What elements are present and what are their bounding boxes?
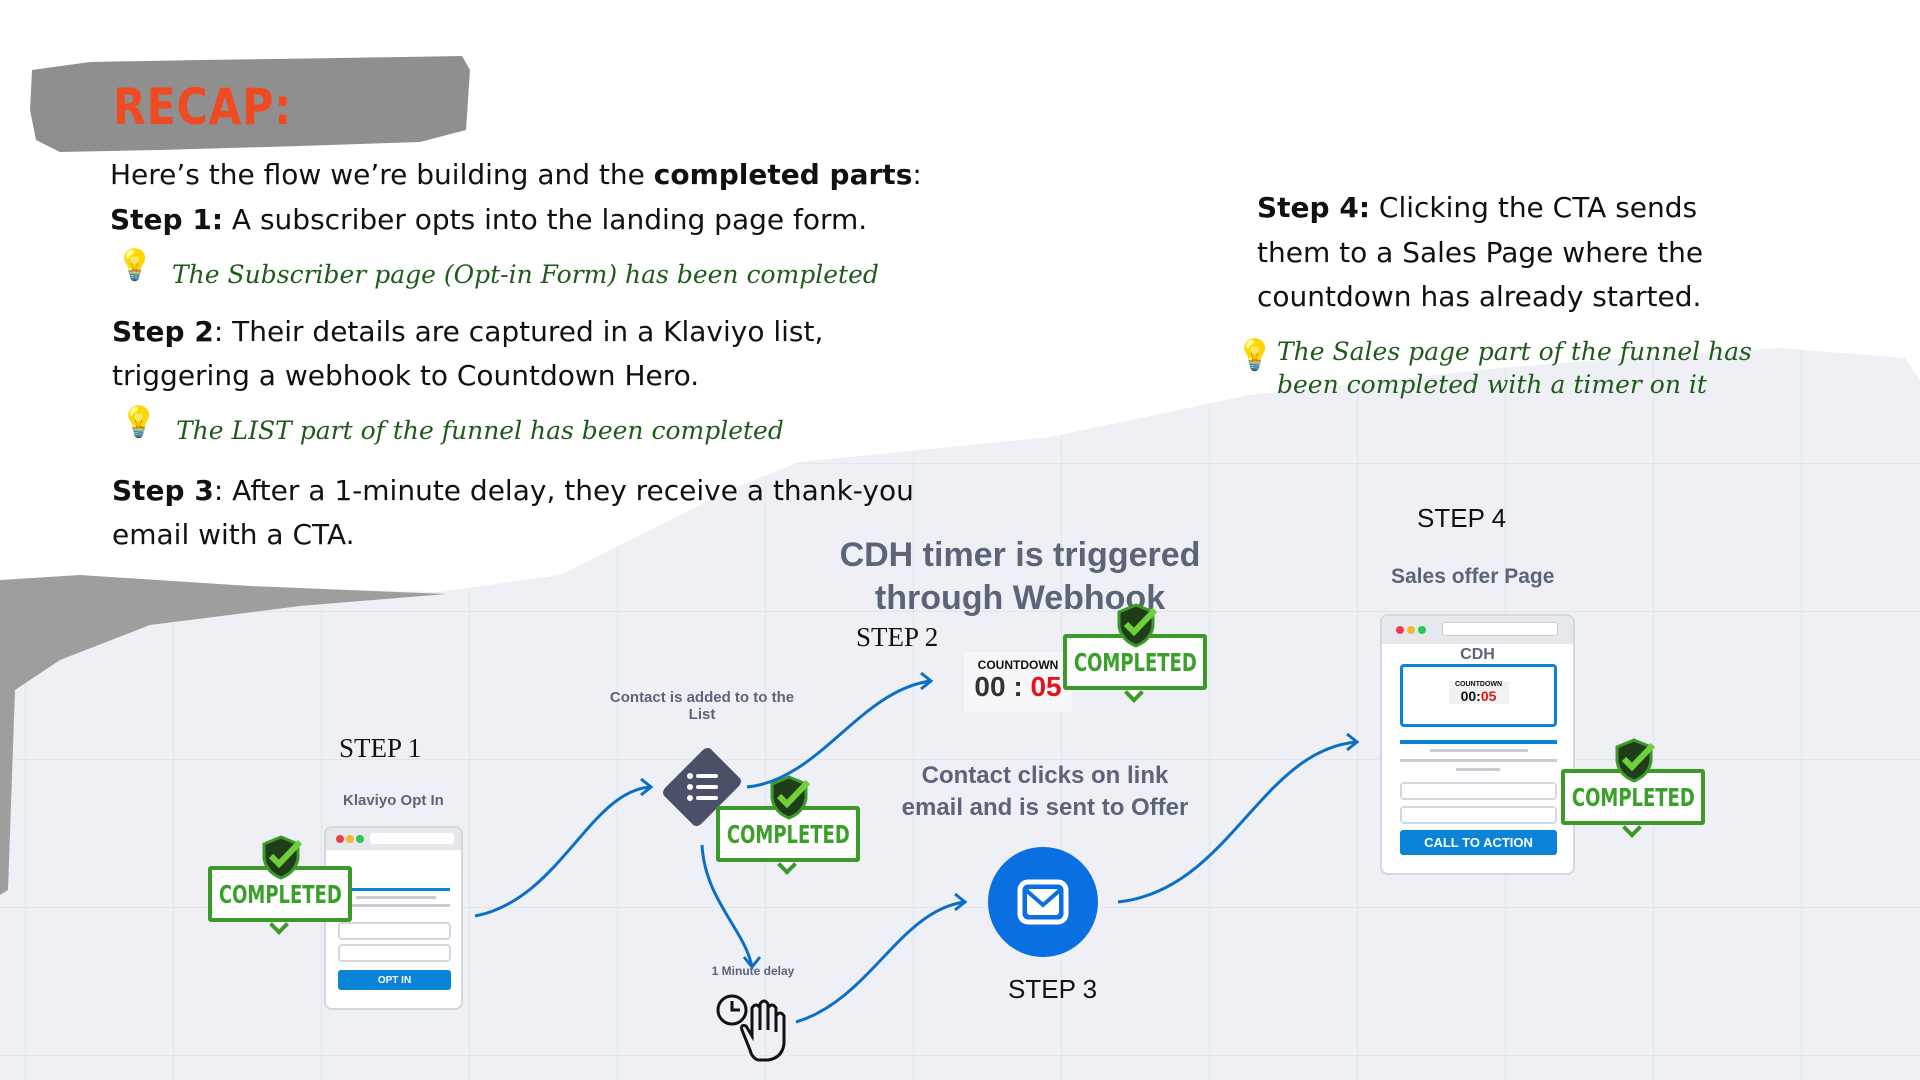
click-text: Contact clicks on link email and is sent … (870, 760, 1220, 824)
step1-text: Step 1: A subscriber opts into the landi… (110, 203, 867, 236)
mini-minutes: 00 (1460, 688, 1477, 704)
mini-countdown-label: COUNTDOWN (1454, 681, 1503, 688)
step3-label: Step 3 (112, 474, 214, 507)
call-to-action-button[interactable]: CALL TO ACTION (1400, 830, 1557, 855)
step3-line2: email with a CTA. (112, 518, 355, 551)
list-label: Contact is added to to the List (609, 689, 795, 723)
envelope-icon (1017, 879, 1069, 925)
step3-heading: STEP 3 (1008, 974, 1098, 1004)
mini-seconds: 05 (1480, 688, 1497, 704)
cdh-timer-box: COUNTDOWN 00:05 (1400, 664, 1557, 727)
step1-desc: A subscriber opts into the landing page … (223, 203, 868, 236)
completed-label: COMPLETED (1571, 782, 1695, 812)
sales-label: Sales offer Page (1391, 565, 1555, 588)
step4-text: Step 4: Clicking the CTA sends (1257, 191, 1697, 224)
step1-note: The Subscriber page (Opt-in Form) has be… (172, 260, 879, 289)
recap-brush (30, 56, 470, 152)
step2-text: Step 2: Their details are captured in a … (112, 315, 823, 348)
cdh-title-line1: CDH timer is triggered (839, 536, 1201, 574)
completed-label: COMPLETED (726, 819, 850, 849)
step2-note: The LIST part of the funnel has been com… (176, 416, 784, 445)
step2-line2: triggering a webhook to Countdown Hero. (112, 359, 700, 392)
opt-in-button[interactable]: OPT IN (338, 970, 451, 990)
click-text-line2: email and is sent to Offer (901, 794, 1189, 821)
step3-text: Step 3: After a 1-minute delay, they rec… (112, 474, 914, 507)
cdh-title: CDH timer is triggered through Webhook (770, 534, 1270, 620)
countdown-widget: COUNTDOWN 00 : 05 (964, 652, 1072, 712)
shield-check-icon (1117, 603, 1158, 648)
email-node (988, 847, 1098, 957)
completed-label: COMPLETED (218, 879, 342, 909)
step4-note2: been completed with a timer on it (1277, 370, 1707, 399)
step4-label: Step 4: (1257, 191, 1371, 224)
dark-brush-shape (0, 575, 447, 895)
clock-hand-icon (716, 994, 786, 1062)
cdh-label: CDH (1460, 646, 1495, 663)
countdown-sep: : (1013, 671, 1023, 702)
intro-prefix: Here’s the flow we’re building and the (110, 158, 654, 191)
countdown-seconds: 05 (1030, 671, 1062, 702)
countdown-minutes: 00 (974, 671, 1006, 702)
step4-line2: them to a Sales Page where the (1257, 236, 1704, 269)
step4-line1: Clicking the CTA sends (1370, 191, 1698, 224)
list-icon (687, 773, 718, 801)
intro-suffix: : (912, 158, 922, 191)
intro-text: Here’s the flow we’re building and the c… (110, 158, 922, 191)
step2-label: Step 2 (112, 315, 214, 348)
completed-badge-step1: COMPLETED (208, 835, 352, 935)
delay-label: 1 Minute delay (711, 964, 795, 978)
step2-heading: STEP 2 (856, 622, 939, 652)
klaviyo-label: Klaviyo Opt In (343, 792, 444, 809)
step2-line1: : Their details are captured in a Klaviy… (213, 315, 824, 348)
cdh-title-line2: through Webhook (874, 579, 1166, 617)
optin-page-mockup: OPT IN (324, 826, 463, 1010)
click-text-line1: Contact clicks on link (921, 762, 1169, 789)
shield-check-icon (770, 775, 811, 820)
recap-title: RECAP: (113, 78, 293, 136)
intro-bold: completed parts (653, 158, 913, 191)
completed-badge-step2-list: COMPLETED (716, 775, 860, 875)
lightbulb-icon: 💡 (116, 249, 154, 282)
step3-line1: : After a 1-minute delay, they receive a… (213, 474, 914, 507)
completed-badge-step2-timer: COMPLETED (1063, 603, 1207, 703)
completed-label: COMPLETED (1073, 647, 1197, 677)
completed-badge-step4: COMPLETED (1561, 738, 1705, 838)
sales-page-mockup: CDH COUNTDOWN 00:05 CALL TO ACTION (1380, 614, 1575, 875)
step1-heading: STEP 1 (339, 733, 422, 763)
step4-line3: countdown has already started. (1257, 280, 1702, 313)
step4-note1: The Sales page part of the funnel has (1277, 337, 1752, 366)
step4-heading: STEP 4 (1417, 503, 1507, 533)
mini-sep: : (1476, 688, 1481, 704)
shield-check-icon (1615, 738, 1656, 783)
countdown-label: COUNTDOWN (977, 658, 1059, 672)
lightbulb-icon: 💡 (1236, 339, 1274, 372)
shield-check-icon (262, 835, 303, 880)
flow-arrows (474, 671, 1360, 1024)
step1-label: Step 1: (110, 203, 224, 236)
lightbulb-icon: 💡 (120, 406, 158, 439)
